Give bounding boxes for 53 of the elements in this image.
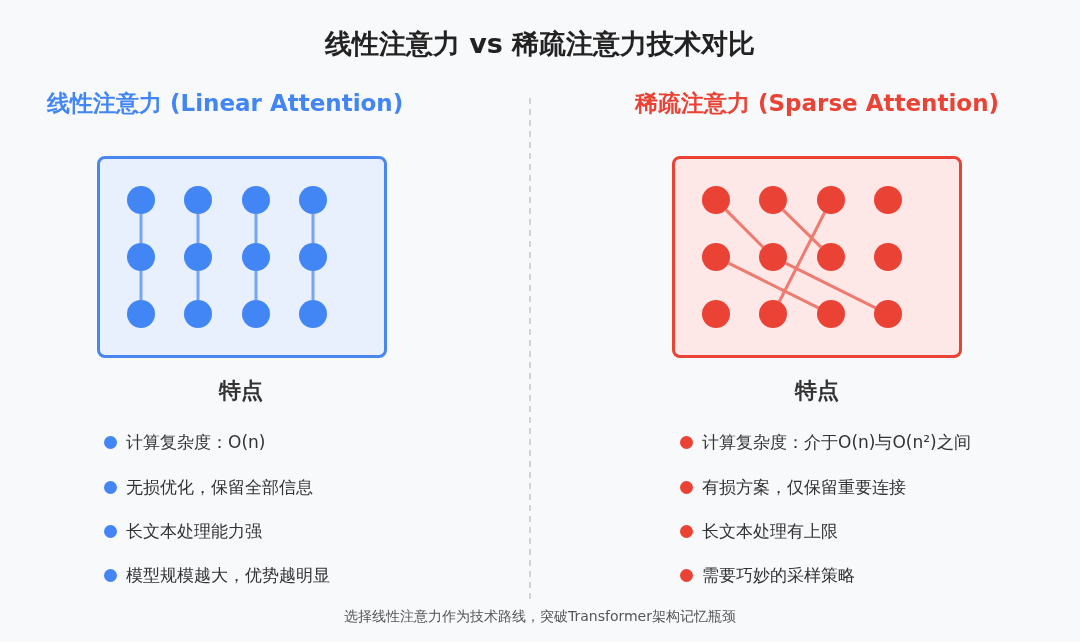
column-heading: 线性注意力 (Linear Attention) <box>47 89 404 118</box>
token-dot <box>759 186 787 214</box>
token-dot <box>242 186 270 214</box>
token-dot <box>817 300 845 328</box>
connector-line <box>196 271 200 300</box>
token-dot <box>184 243 212 271</box>
feature-item: 无损优化，保留全部信息 <box>126 475 313 499</box>
token-dot <box>299 186 327 214</box>
section-heading: 特点 <box>219 377 263 405</box>
feature-item: 模型规模越大，优势越明显 <box>126 563 330 587</box>
token-dot <box>242 243 270 271</box>
connector-line <box>727 261 820 310</box>
connector-line <box>311 271 315 300</box>
title: 线性注意力 vs 稀疏注意力技术对比 <box>323 27 757 61</box>
token-dot <box>874 300 902 328</box>
feature-item: 有损方案，仅保留重要连接 <box>702 475 906 499</box>
token-dot <box>874 243 902 271</box>
diagram-panel <box>97 156 387 358</box>
connector-line <box>139 271 143 300</box>
token-dot <box>127 300 155 328</box>
token-dot <box>299 243 327 271</box>
connector-line <box>196 214 200 243</box>
connector-line <box>781 208 823 249</box>
diagram-panel <box>672 156 962 358</box>
token-dot <box>299 300 327 328</box>
connector-line <box>139 214 143 243</box>
feature-item: 长文本处理能力强 <box>126 519 262 543</box>
token-dot <box>874 186 902 214</box>
token-dot <box>184 300 212 328</box>
connector-line <box>784 261 877 310</box>
feature-item: 长文本处理有上限 <box>702 519 838 543</box>
connector-line <box>254 214 258 243</box>
token-dot <box>702 300 730 328</box>
token-dot <box>242 300 270 328</box>
feature-item: 需要巧妙的采样策略 <box>702 563 855 587</box>
section-heading: 特点 <box>795 377 839 405</box>
token-dot <box>702 243 730 271</box>
connector-line <box>311 214 315 243</box>
connector-line <box>254 271 258 300</box>
connector-line <box>778 211 826 303</box>
caption: 选择线性注意力作为技术路线，突破Transformer架构记忆瓶颈 <box>343 608 737 626</box>
token-dot <box>127 243 155 271</box>
connector-line <box>724 208 765 249</box>
token-dot <box>184 186 212 214</box>
token-dot <box>817 186 845 214</box>
feature-item: 计算复杂度：O(n) <box>126 430 266 454</box>
token-dot <box>759 300 787 328</box>
token-dot <box>702 186 730 214</box>
token-dot <box>817 243 845 271</box>
feature-item: 计算复杂度：介于O(n)与O(n²)之间 <box>702 430 971 454</box>
column-heading: 稀疏注意力 (Sparse Attention) <box>635 89 999 118</box>
token-dot <box>759 243 787 271</box>
token-dot <box>127 186 155 214</box>
